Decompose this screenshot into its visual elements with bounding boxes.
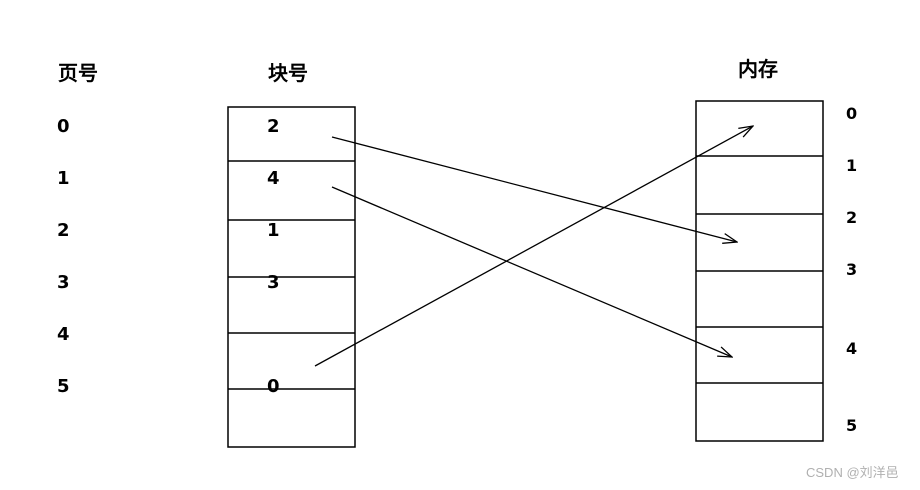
page-number-header: 页号: [58, 61, 98, 85]
page-number-column: 0 1 2 3 4 5: [57, 116, 70, 397]
memory-block-number: 5: [846, 416, 857, 435]
page-number: 1: [57, 168, 70, 189]
block-number: 4: [267, 168, 280, 189]
page-number: 4: [57, 324, 70, 345]
memory-block-number: 4: [846, 339, 857, 358]
mapping-arrow: [331, 186, 732, 357]
block-number: 3: [267, 272, 280, 293]
block-number: 2: [267, 116, 280, 137]
page-table: 2 4 1 3 0: [227, 106, 356, 448]
page-number: 5: [57, 376, 70, 397]
memory-block-number: 0: [846, 104, 857, 123]
block-number: 1: [267, 220, 280, 241]
memory-block-number: 3: [846, 260, 857, 279]
mapping-arrow: [331, 136, 737, 242]
memory-column: 0 1 2 3 4 5: [695, 100, 857, 442]
block-number: 0: [267, 376, 280, 397]
mapping-arrow: [314, 126, 753, 367]
page-number: 3: [57, 272, 70, 293]
page-number: 0: [57, 116, 70, 137]
page-number: 2: [57, 220, 70, 241]
block-number-header: 块号: [268, 61, 308, 85]
memory-header: 内存: [738, 57, 778, 81]
memory-block-number: 2: [846, 208, 857, 227]
mapping-arrows: [314, 126, 753, 367]
memory-block-number: 1: [846, 156, 857, 175]
watermark: CSDN @刘洋邑: [806, 465, 899, 480]
